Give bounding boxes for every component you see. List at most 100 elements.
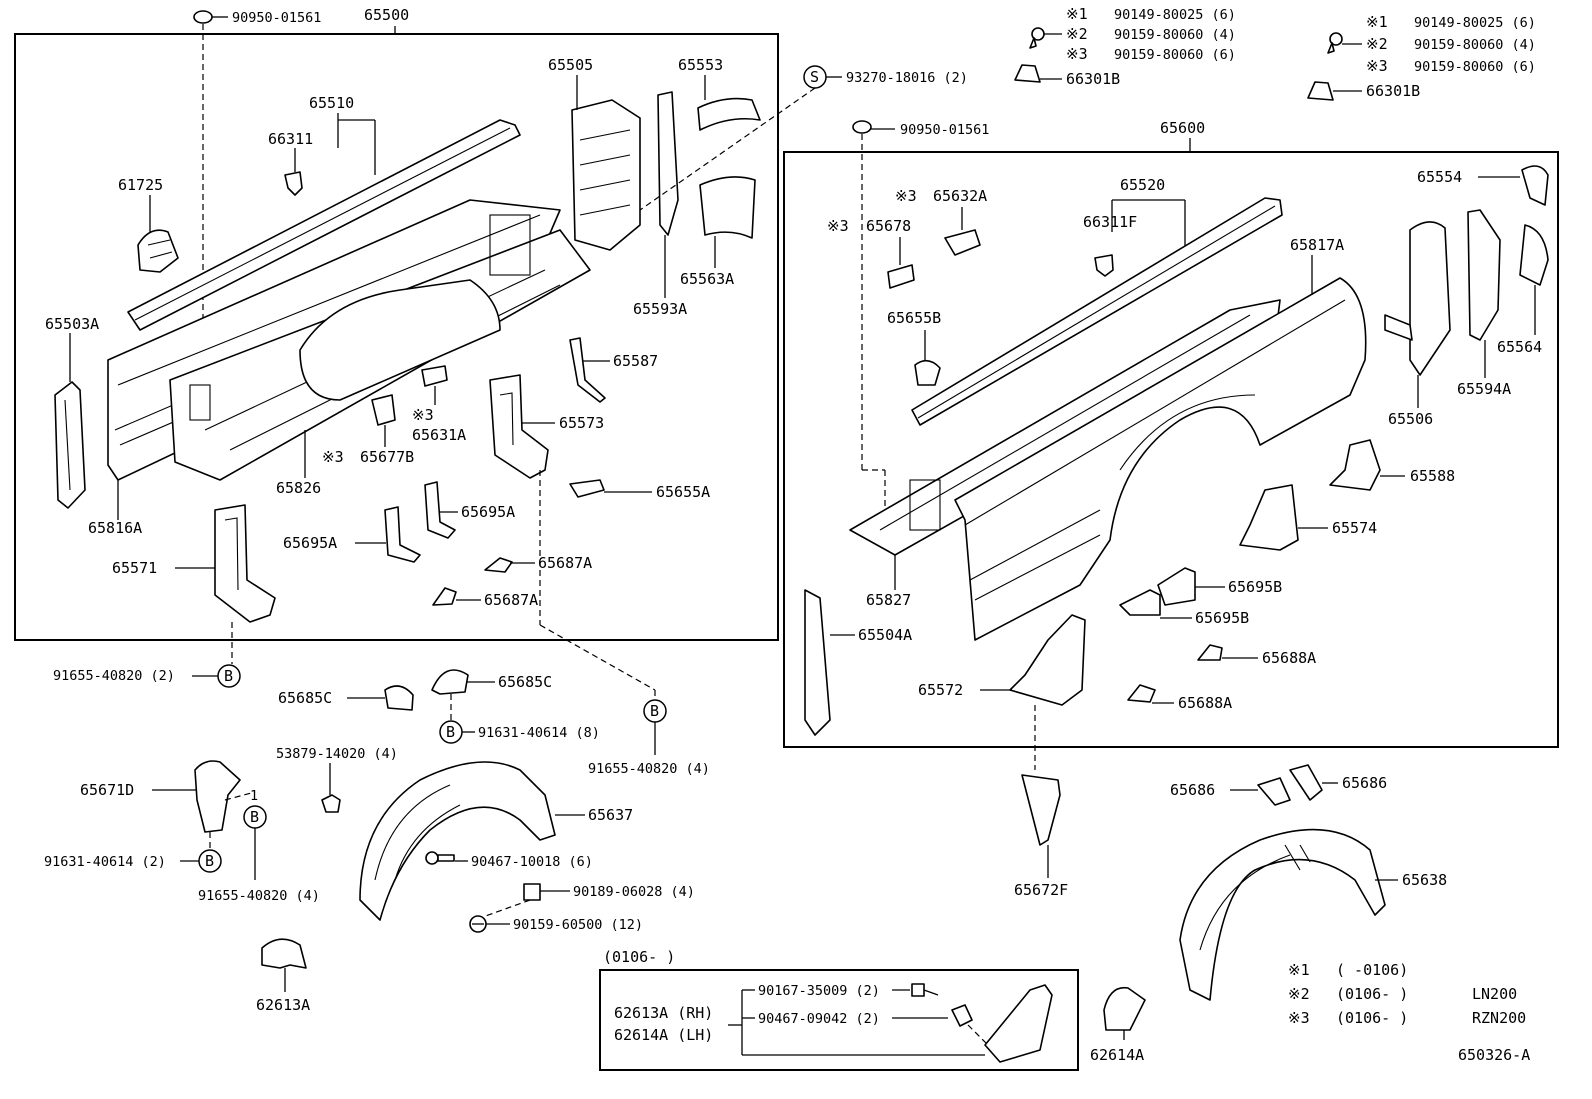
right-hook-a-label: 65688A <box>1262 649 1316 667</box>
right-rail-label: 65520 <box>1120 176 1165 194</box>
left-support-part <box>214 504 276 623</box>
right-bracket-a-mark: ※3 <box>895 187 917 205</box>
right-front-panel-label: 65504A <box>858 626 912 644</box>
left-shim-a-label: 65695A <box>461 503 515 521</box>
bolt-b2-label: 91655-40820 (4) <box>588 761 710 777</box>
right-corner-label: 65655B <box>887 309 941 327</box>
left-clip-part <box>284 171 303 196</box>
left-pillar-part <box>657 91 679 236</box>
left-shim-b-label: 65695A <box>283 534 337 552</box>
bolt-8-label: 91631-40614 (8) <box>478 725 600 741</box>
footnote-1-range: ( -0106) <box>1336 961 1408 979</box>
bolt-b1-label: 91655-40820 (2) <box>53 668 175 684</box>
hw-a-mark-2: ※2 <box>1066 25 1088 43</box>
right-support-label: 65574 <box>1332 519 1377 537</box>
clip-66301b-b-part <box>1307 81 1334 101</box>
liner-left-part <box>359 761 556 921</box>
clip-icon <box>951 1004 973 1027</box>
footnote-3-range: (0106- ) <box>1336 1009 1408 1027</box>
right-shim-a-label: 65695B <box>1228 578 1282 596</box>
right-stay-part <box>1329 439 1381 491</box>
diagram-reference-code: 650326-A <box>1458 1046 1530 1064</box>
left-plate-label: 65655A <box>656 483 710 501</box>
hw-a-part-2: 90159-80060 (4) <box>1114 27 1236 43</box>
right-shim-b-label: 65695B <box>1195 609 1249 627</box>
footnote-2-model: LN200 <box>1472 985 1517 1003</box>
screw-b-label: 90159-60500 (12) <box>513 917 643 933</box>
left-bracket-a-label: 65677B <box>360 448 414 466</box>
left-bracket-b-label: 65631A <box>412 426 466 444</box>
hw-a-mark-3: ※3 <box>1066 45 1088 63</box>
hw-b-mark-3: ※3 <box>1366 57 1388 75</box>
right-tail-panel-part <box>1384 221 1451 376</box>
b-mark-2: B <box>446 723 455 741</box>
right-side-panel-part <box>954 277 1367 641</box>
mark-1-label: 1 <box>250 788 258 804</box>
left-bracket-a-mark: ※3 <box>322 448 344 466</box>
clamp-b-part <box>431 669 469 695</box>
hw-a-part-3: 90159-80060 (6) <box>1114 47 1236 63</box>
hanger-a-label: 65686 <box>1170 781 1215 799</box>
right-hook-b-part <box>1127 684 1156 703</box>
hanger-a-part <box>1257 777 1291 806</box>
left-hook-a-label: 65687A <box>538 554 592 572</box>
nut-icon <box>321 794 341 813</box>
right-clip-label: 66311F <box>1083 213 1137 231</box>
right-tail-cap-label: 65564 <box>1497 338 1542 356</box>
left-bracket-b-mark: ※3 <box>412 406 434 424</box>
liner-right-part <box>1179 828 1386 1001</box>
mud-guard-b-label: 62614A <box>1090 1046 1144 1064</box>
right-tail-panel-label: 65506 <box>1388 410 1433 428</box>
left-cap-label: 61725 <box>118 176 163 194</box>
footnote-3-mark: ※3 <box>1288 1009 1310 1027</box>
right-tail-top-part <box>1521 165 1549 206</box>
b-mark-1: B <box>224 667 233 685</box>
bracket-d-part <box>194 760 241 833</box>
mud-guard-a-label: 62613A <box>256 996 310 1014</box>
left-rail-label: 65510 <box>309 94 354 112</box>
b-mark-3: B <box>650 702 659 720</box>
nut-b-label: 90189-06028 (4) <box>573 884 695 900</box>
left-grommet-label: 90950-01561 <box>232 10 321 26</box>
footnote-2-range: (0106- ) <box>1336 985 1408 1003</box>
hw-b-mark-1: ※1 <box>1366 13 1388 31</box>
liner-right-label: 65638 <box>1402 871 1447 889</box>
right-brace-label: 65572 <box>918 681 963 699</box>
b-mark-4: B <box>205 852 214 870</box>
left-tail-panel-label: 65505 <box>548 56 593 74</box>
footnote-3-model: RZN200 <box>1472 1009 1526 1027</box>
hanger-b-part <box>1289 764 1323 801</box>
left-tail-cap-label: 65553 <box>678 56 723 74</box>
bracket-f-part <box>1021 774 1061 846</box>
left-hook-b-part <box>432 587 457 606</box>
clamp-b-label: 65685C <box>498 673 552 691</box>
left-brace-part <box>489 374 549 479</box>
right-floor-label: 65827 <box>866 591 911 609</box>
s-mark-letter: S <box>810 68 819 86</box>
mud-guard-a-part <box>261 938 307 969</box>
left-rail-part <box>127 119 521 331</box>
right-shim-b-part <box>1119 589 1161 616</box>
left-stay-part <box>569 337 606 403</box>
b-mark-icon <box>217 664 241 688</box>
screw-icon <box>1029 27 1045 49</box>
hanger-b-label: 65686 <box>1342 774 1387 792</box>
clamp-a-label: 65685C <box>278 689 332 707</box>
left-corner-part <box>699 176 756 239</box>
hw-b-part-3: 90159-80060 (6) <box>1414 59 1536 75</box>
bolt-2-label: 91631-40614 (2) <box>44 854 166 870</box>
right-shim-a-part <box>1157 567 1196 606</box>
right-front-panel-part <box>804 589 831 736</box>
screw-icon <box>469 915 487 933</box>
screw-icon <box>1327 32 1343 54</box>
mudguard-date-code: (0106- ) <box>603 948 675 966</box>
mudguard-lh-label: 62614A (LH) <box>614 1026 713 1044</box>
left-floor-label: 65826 <box>276 479 321 497</box>
clamp-a-part <box>384 685 414 711</box>
right-bracket-b-label: 65678 <box>866 217 911 235</box>
right-clip-part <box>1094 254 1114 277</box>
right-assembly-box <box>783 151 1559 748</box>
right-rail-part <box>911 197 1283 426</box>
left-tail-panel-part <box>571 99 641 251</box>
mudguard-box <box>599 969 1079 1071</box>
